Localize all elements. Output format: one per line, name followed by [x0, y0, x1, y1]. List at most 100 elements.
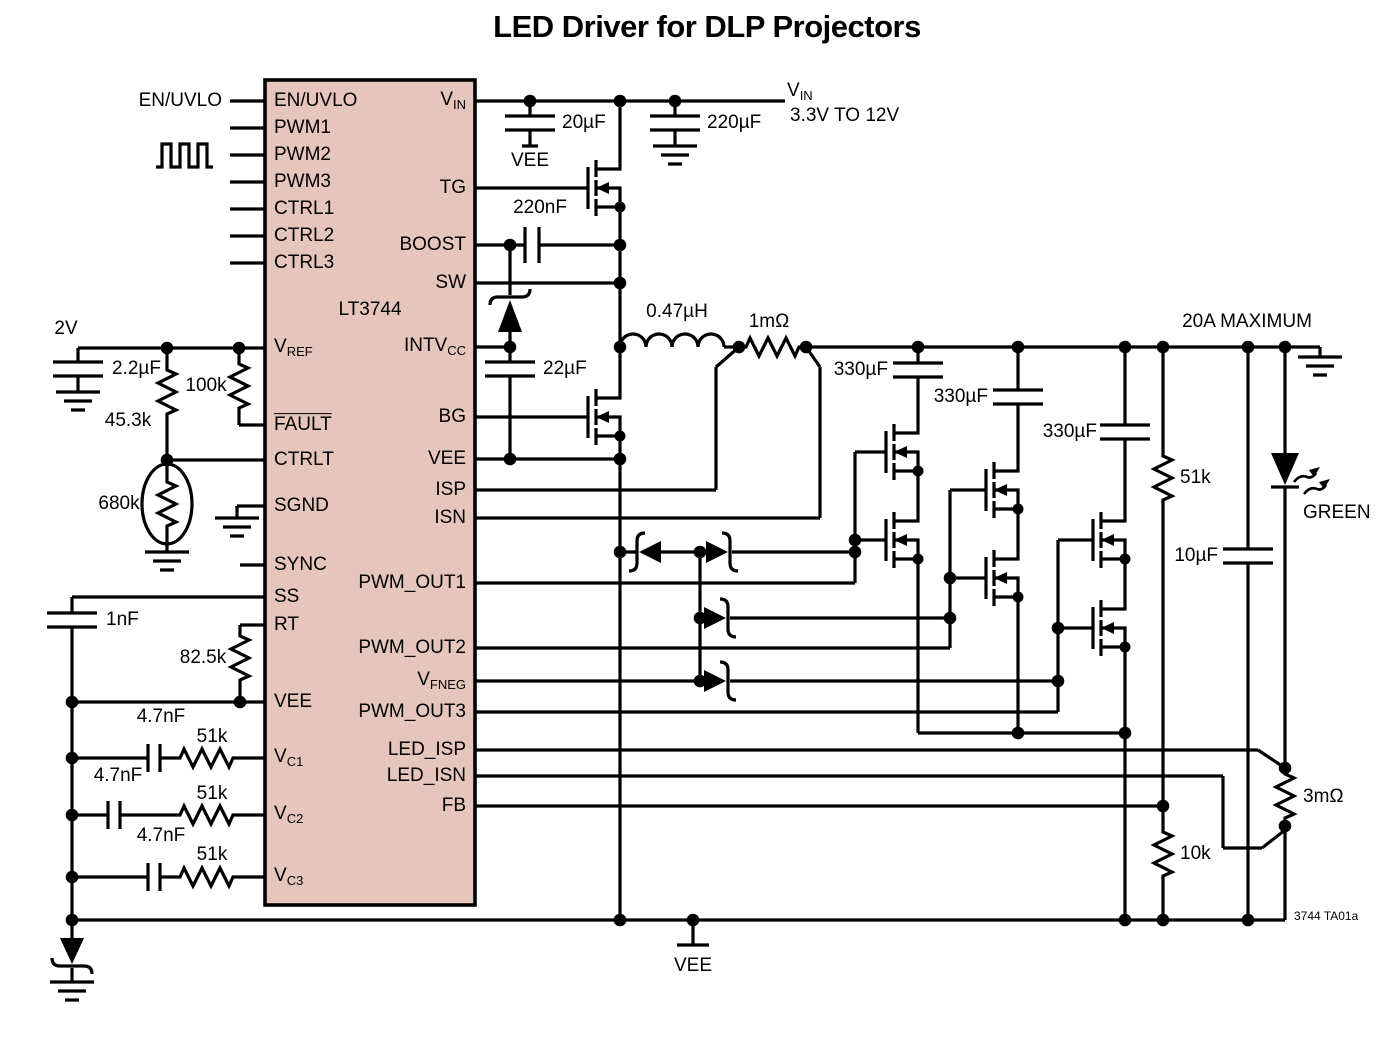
- resistor-1m-sense: [740, 336, 805, 358]
- cap-4n7-vc1: [146, 742, 162, 774]
- resistor-10k: [1152, 826, 1174, 882]
- page-title: LED Driver for DLP Projectors: [493, 8, 921, 44]
- label-vee-terminal: VEE: [673, 955, 713, 977]
- cap-330u-1: [891, 361, 945, 379]
- label-cap-1n: 1nF: [106, 609, 139, 631]
- pin-label-vee-right: VEE: [427, 448, 466, 470]
- label-inductor-047u: 0.47µH: [646, 301, 708, 323]
- label-resistor-10k: 10k: [1180, 843, 1211, 865]
- cap-20u: [503, 114, 557, 132]
- label-cap-4n7-vc2: 4.7nF: [93, 765, 143, 787]
- ground-icon: [48, 980, 96, 1002]
- pin-label-sgnd: SGND: [274, 495, 329, 517]
- label-resistor-51k-fb: 51k: [1180, 467, 1211, 489]
- pin-label-pwm1: PWM1: [274, 117, 331, 139]
- resistor-100k: [228, 358, 250, 414]
- label-vin: VIN: [787, 80, 813, 104]
- resistor-51k-feedback-top: [1152, 450, 1174, 506]
- ground-icon: [651, 144, 699, 166]
- signal-label-en-uvlo: EN/UVLO: [138, 90, 222, 112]
- label-resistor-51k-vc2: 51k: [196, 783, 228, 805]
- label-resistor-3m: 3mΩ: [1303, 786, 1344, 808]
- cap-2u2: [51, 360, 105, 378]
- pin-label-ss: SS: [274, 586, 300, 608]
- pwm-waveform-icon: [156, 142, 213, 169]
- pin-label-bg: BG: [438, 406, 466, 428]
- wires: [70, 99, 1322, 982]
- ground-icon: [54, 390, 102, 412]
- label-2v: 2V: [54, 318, 78, 340]
- schottky-vee-diode: [60, 938, 84, 964]
- label-20a-maximum: 20A MAXIMUM: [1182, 311, 1312, 333]
- label-cap-330u-1: 330µF: [833, 359, 888, 381]
- mosfet-top-gate: [572, 144, 628, 232]
- pin-label-ctrlt: CTRLT: [274, 449, 334, 471]
- label-cap-22u: 22µF: [543, 358, 587, 380]
- cap-22u: [483, 360, 537, 378]
- label-thermistor-680k: 680k: [98, 493, 140, 515]
- mosfet-bottom-gate: [572, 373, 628, 461]
- junction-dots: [65, 94, 1292, 927]
- pin-label-sw: SW: [435, 272, 466, 294]
- resistor-51k-vc2: [174, 804, 239, 826]
- pin-label-tg: TG: [439, 177, 466, 199]
- label-vin-range: 3.3V TO 12V: [790, 105, 900, 127]
- thermistor-680k: [156, 476, 178, 532]
- mosfets: [572, 144, 1133, 672]
- label-resistor-51k-vc3: 51k: [196, 844, 228, 866]
- cap-330u-3: [1098, 423, 1152, 441]
- pin-label-pwm3: PWM3: [274, 171, 331, 193]
- schottky-clamp-right: [706, 541, 728, 563]
- label-resistor-51k-vc1: 51k: [196, 726, 228, 748]
- pin-label-intvcc: INTVCC: [403, 335, 466, 359]
- led-green: [1271, 453, 1299, 485]
- schottky-boost-diode: [498, 300, 522, 332]
- mosfet-string3-upper: [1077, 496, 1133, 584]
- ground-icon: [213, 516, 261, 538]
- label-resistor-82k5: 82.5k: [179, 647, 227, 669]
- label-resistor-100k: 100k: [185, 375, 227, 397]
- cap-10u: [1221, 547, 1275, 565]
- pin-label-vref: VREF: [274, 336, 313, 360]
- label-resistor-45k3: 45.3k: [104, 410, 152, 432]
- pin-label-pwm-out1: PWM_OUT1: [358, 572, 466, 594]
- label-figure-note: 3744 TA01a: [1294, 908, 1359, 923]
- mosfet-string1-upper: [870, 408, 926, 496]
- diodes: [50, 288, 1330, 975]
- ic-body: [263, 78, 477, 907]
- label-resistor-1m: 1mΩ: [748, 311, 790, 333]
- pin-label-pwm-out2: PWM_OUT2: [358, 637, 466, 659]
- pin-label-led-isn: LED_ISN: [386, 765, 466, 787]
- label-cap-220n: 220nF: [513, 197, 567, 219]
- label-cap-4n7-vc1: 4.7nF: [136, 706, 186, 728]
- label-cap-2u2: 2.2µF: [112, 358, 161, 380]
- pin-label-ctrl1: CTRL1: [274, 198, 335, 220]
- ground-icon: [143, 550, 191, 572]
- cap-4n7-vc3: [146, 861, 162, 893]
- pin-label-led-isp: LED_ISP: [387, 739, 466, 761]
- label-cap-330u-3: 330µF: [1042, 421, 1097, 443]
- pin-label-vfneg: VFNEG: [417, 669, 466, 693]
- mosfet-string2-upper: [970, 446, 1026, 534]
- pin-label-isp: ISP: [435, 479, 466, 501]
- pin-label-en-uvlo: EN/UVLO: [274, 90, 358, 112]
- pin-label-rt: RT: [274, 614, 299, 636]
- pin-label-isn: ISN: [434, 507, 466, 529]
- label-cap-220u: 220µF: [707, 112, 762, 134]
- cap-4n7-vc2: [106, 799, 122, 831]
- ic-part-label: LT3744: [338, 299, 402, 321]
- schottky-gate2-diode: [704, 607, 726, 629]
- label-cap-330u-2: 330µF: [933, 386, 988, 408]
- pin-label-ctrl2: CTRL2: [274, 225, 335, 247]
- label-cap-20u: 20µF: [562, 112, 606, 134]
- pin-label-vee-left: VEE: [274, 691, 313, 713]
- resistor-3m-sense: [1274, 768, 1296, 824]
- grounds: [48, 144, 1344, 1002]
- pin-label-fault: FAULT: [274, 414, 332, 436]
- pin-label-sync: SYNC: [274, 554, 327, 576]
- label-cap-10u: 10µF: [1174, 545, 1218, 567]
- pin-label-vc2: VC2: [274, 803, 304, 827]
- resistor-51k-vc3: [174, 866, 239, 888]
